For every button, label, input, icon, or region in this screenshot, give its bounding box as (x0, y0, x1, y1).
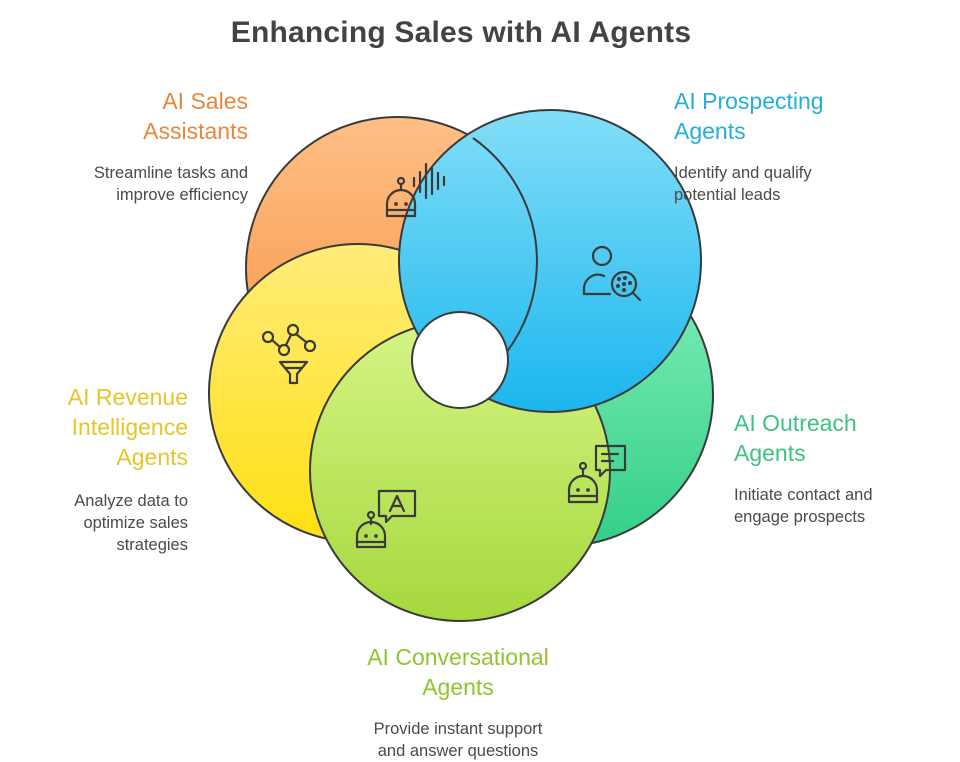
user-search-icon (582, 245, 642, 302)
segment-conversational-block: AI Conversational Agents Provide instant… (330, 642, 586, 762)
robot-soundwave-icon (385, 162, 446, 218)
segment-outreach-desc: Initiate contact and engage prospects (734, 486, 873, 526)
page-title: Enhancing Sales with AI Agents (230, 16, 692, 49)
center-hole (411, 311, 509, 409)
segment-sales-title: AI Sales Assistants (143, 88, 248, 144)
segment-outreach-title: AI Outreach Agents (734, 410, 857, 466)
robot-chat-icon (567, 444, 627, 504)
funnel-network-icon (261, 323, 317, 385)
segment-revenue-title: AI Revenue Intelligence Agents (67, 384, 188, 470)
robot-speech-a-icon (355, 489, 417, 549)
segment-prospecting-title: AI Prospecting Agents (674, 88, 824, 144)
segment-sales-desc: Streamline tasks and improve efficiency (93, 164, 248, 204)
segment-sales-block: AI Sales Assistants Streamline tasks and… (40, 86, 248, 206)
segment-prospecting-desc: Identify and qualify potential leads (674, 164, 812, 204)
segment-prospecting-block: AI Prospecting Agents Identify and quali… (674, 86, 904, 206)
segment-conversational-title: AI Conversational Agents (367, 644, 549, 700)
segment-revenue-desc: Analyze data to optimize sales strategie… (74, 492, 188, 554)
segment-conversational-desc: Provide instant support and answer quest… (373, 720, 543, 760)
segment-revenue-block: AI Revenue Intelligence Agents Analyze d… (20, 382, 188, 556)
segment-outreach-block: AI Outreach Agents Initiate contact and … (734, 408, 944, 528)
